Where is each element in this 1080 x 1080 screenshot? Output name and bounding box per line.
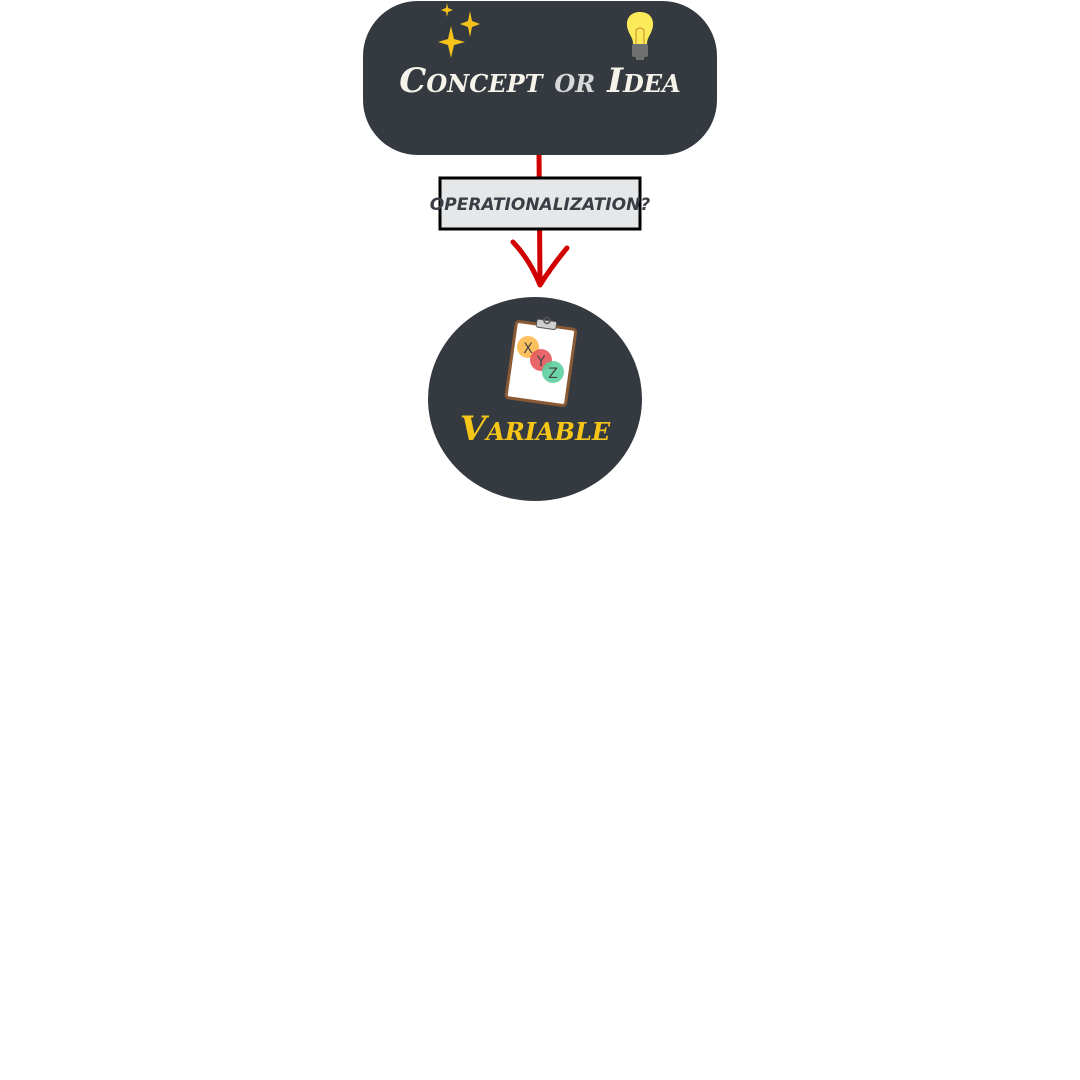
variable-title: Variable <box>460 409 611 449</box>
concept-node[interactable]: Concept or Idea <box>363 1 717 155</box>
svg-text:Z: Z <box>548 366 558 382</box>
sparkle-icon <box>438 3 480 58</box>
svg-text:Y: Y <box>536 354 546 370</box>
svg-text:X: X <box>523 341 533 357</box>
variable-node[interactable]: X Y Z Variable <box>428 297 642 501</box>
svg-text:OPERATIONALIZATION?: OPERATIONALIZATION? <box>430 195 651 215</box>
concept-title: Concept or Idea <box>399 61 680 101</box>
operationalization-label: OPERATIONALIZATION? <box>430 176 651 231</box>
xyz-circles: X Y Z <box>517 336 564 383</box>
lightbulb-icon <box>626 12 654 60</box>
arrow-head <box>510 239 570 288</box>
